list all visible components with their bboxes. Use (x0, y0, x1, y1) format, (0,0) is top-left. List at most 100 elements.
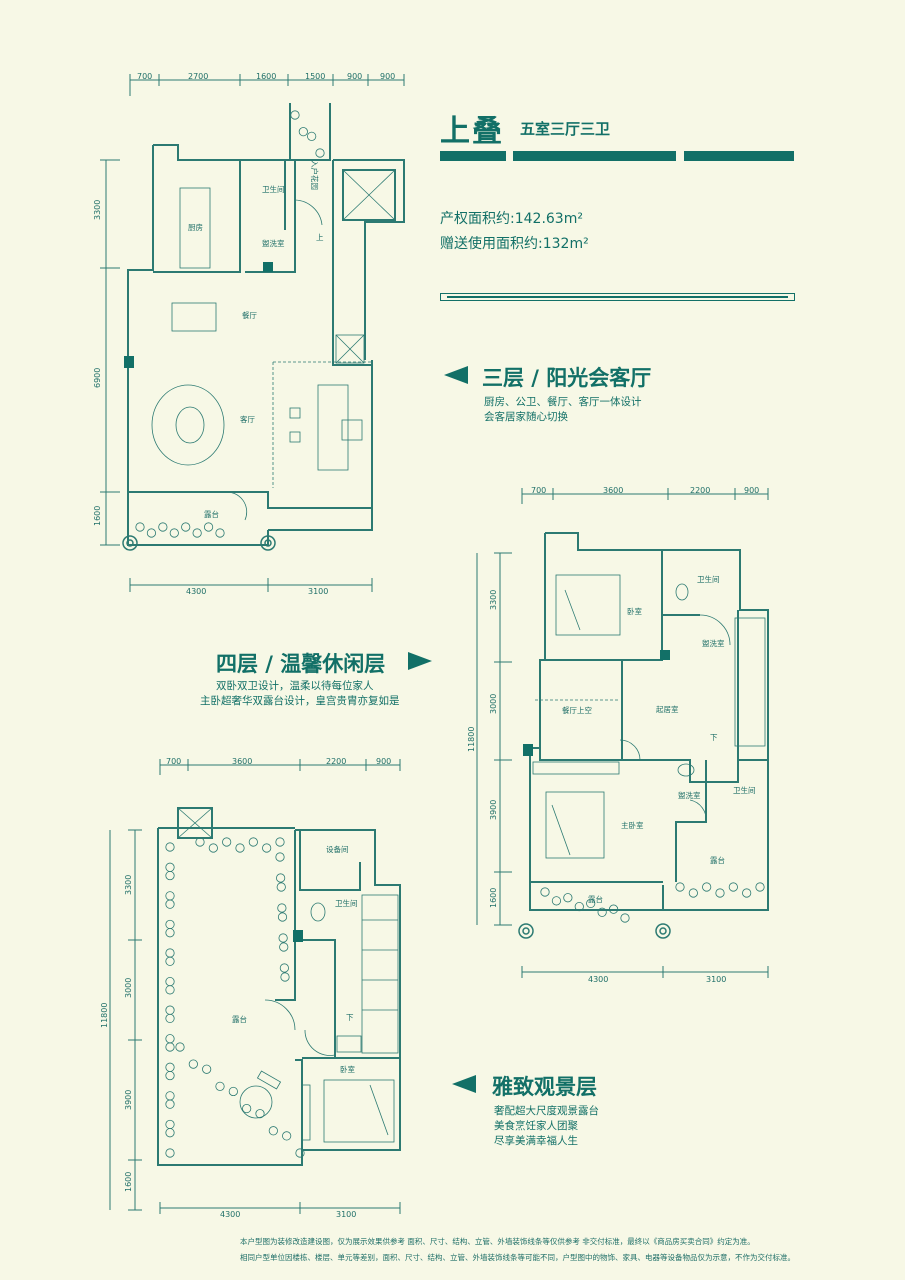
room-bath: 卫生间 (262, 184, 285, 194)
room-bedroom: 卧室 (340, 1064, 355, 1074)
dim-top-1: 700 (531, 486, 546, 495)
room-master: 主卧室 (621, 820, 644, 830)
room-void: 餐厅上空 (562, 705, 592, 715)
shrub-icon (715, 888, 725, 898)
dim-left-3: 3900 (489, 800, 498, 820)
shrub-icon (165, 842, 175, 852)
shrub-icon (276, 873, 286, 883)
shrub-icon (248, 837, 258, 847)
dim-top-3: 2200 (326, 757, 346, 766)
shrub-icon (188, 1059, 198, 1069)
dim-top-4: 900 (376, 757, 391, 766)
shrub-icon (215, 528, 225, 538)
floor3-heading: 三层 / 阳光会客厅 (482, 366, 652, 390)
shrub-icon (165, 862, 175, 872)
shrub-icon (280, 972, 290, 982)
room-down: 下 (346, 1013, 354, 1022)
shrub-icon (279, 963, 289, 973)
room-study: 起居室 (656, 704, 679, 714)
shrub-icon (279, 942, 289, 952)
shrub-icon (275, 837, 285, 847)
shrub-icon (597, 907, 607, 917)
shrub-icon (175, 1042, 185, 1052)
shrub-icon (165, 891, 175, 901)
shrub-icon (255, 1109, 265, 1119)
shrub-icon (215, 1081, 225, 1091)
plan-subtitle: 五室三厅三卫 (520, 120, 611, 138)
shrub-icon (158, 522, 168, 532)
dim-bottom-2: 3100 (308, 587, 328, 596)
room-wash: 盥洗室 (262, 238, 285, 248)
dim-left-2: 6900 (93, 368, 102, 388)
room-terrace-1: 露台 (710, 855, 725, 865)
floor4-desc-2: 主卧超奢华双露台设计，皇宫贵胄亦复如是 (200, 695, 400, 707)
dim-top-4: 900 (744, 486, 759, 495)
room-wash-2: 盥洗室 (678, 790, 701, 800)
arrow-left-icon (444, 366, 468, 384)
shrub-icon (165, 1119, 175, 1130)
room-living: 客厅 (240, 414, 255, 424)
shrub-icon (192, 528, 202, 538)
room-dining: 餐厅 (242, 311, 257, 320)
shrub-icon (277, 903, 287, 913)
dim-left-2: 3000 (124, 978, 133, 998)
gift-area: 赠送使用面积约:132m² (440, 236, 589, 252)
dim-left-1: 3300 (489, 590, 498, 610)
shrub-icon (228, 1086, 238, 1097)
dim-left-4: 1600 (124, 1172, 133, 1192)
dim-top-6: 900 (380, 72, 395, 81)
property-area: 产权面积约:142.63m² (440, 211, 583, 227)
shrub-icon (277, 912, 288, 922)
shrub-icon (551, 896, 562, 906)
room-up: 上 (316, 233, 324, 242)
shrub-icon (195, 837, 205, 847)
room-bedroom: 卧室 (627, 606, 642, 616)
shrub-icon (165, 1005, 175, 1015)
shrub-icon (202, 1064, 212, 1074)
dim-top-4: 1500 (305, 72, 325, 81)
shrub-icon (276, 882, 286, 892)
dim-bottom-2: 3100 (706, 975, 726, 984)
shrub-icon (278, 933, 288, 943)
dim-left-2: 3000 (489, 694, 498, 714)
shrub-icon (165, 1099, 175, 1109)
shrub-icon (728, 882, 738, 892)
floor5-desc-1: 奢配超大尺度观景露台 (494, 1105, 599, 1117)
shrub-icon (165, 1034, 175, 1044)
disclaimer-line-1: 本户型图为装修改造建设图，仅为展示效果供参考 面积、尺寸、结构、立管、外墙装饰线… (240, 1237, 755, 1246)
dim-top-2: 3600 (232, 757, 252, 766)
disclaimer: 本户型图为装修改造建设图，仅为展示效果供参考 面积、尺寸、结构、立管、外墙装饰线… (240, 1234, 900, 1266)
shrub-icon (165, 919, 175, 930)
shrub-icon (268, 1126, 278, 1136)
shrub-icon (688, 888, 698, 898)
room-bath: 卫生间 (335, 898, 358, 908)
shrub-icon (574, 901, 584, 912)
dim-top-1: 700 (137, 72, 152, 81)
shrub-icon (165, 948, 175, 958)
room-terrace: 露台 (232, 1014, 247, 1024)
room-kitchen: 厨房 (188, 222, 203, 232)
room-down: 下 (710, 733, 718, 742)
shrub-icon (165, 1070, 175, 1081)
dim-top-5: 900 (347, 72, 362, 81)
shrub-icon (208, 843, 218, 853)
floor4-desc-1: 双卧双卫设计，温柔以待每位家人 (216, 680, 374, 692)
shrub-icon (135, 522, 145, 532)
dim-top-1: 700 (166, 757, 181, 766)
shrub-icon (165, 899, 175, 909)
dim-bottom-1: 4300 (220, 1210, 240, 1219)
shrub-icon (702, 882, 712, 892)
room-bath-1: 卫生间 (697, 574, 720, 584)
shrub-icon (298, 127, 308, 137)
shrub-icon (165, 928, 175, 938)
shrub-icon (165, 956, 175, 966)
shrub-icon (165, 985, 175, 995)
room-terrace-2: 露台 (588, 894, 603, 904)
shrub-icon (165, 1062, 175, 1072)
shrub-icon (275, 852, 285, 862)
plan-title: 上叠 (440, 114, 504, 149)
room-entry: 入户花园 (310, 160, 320, 190)
